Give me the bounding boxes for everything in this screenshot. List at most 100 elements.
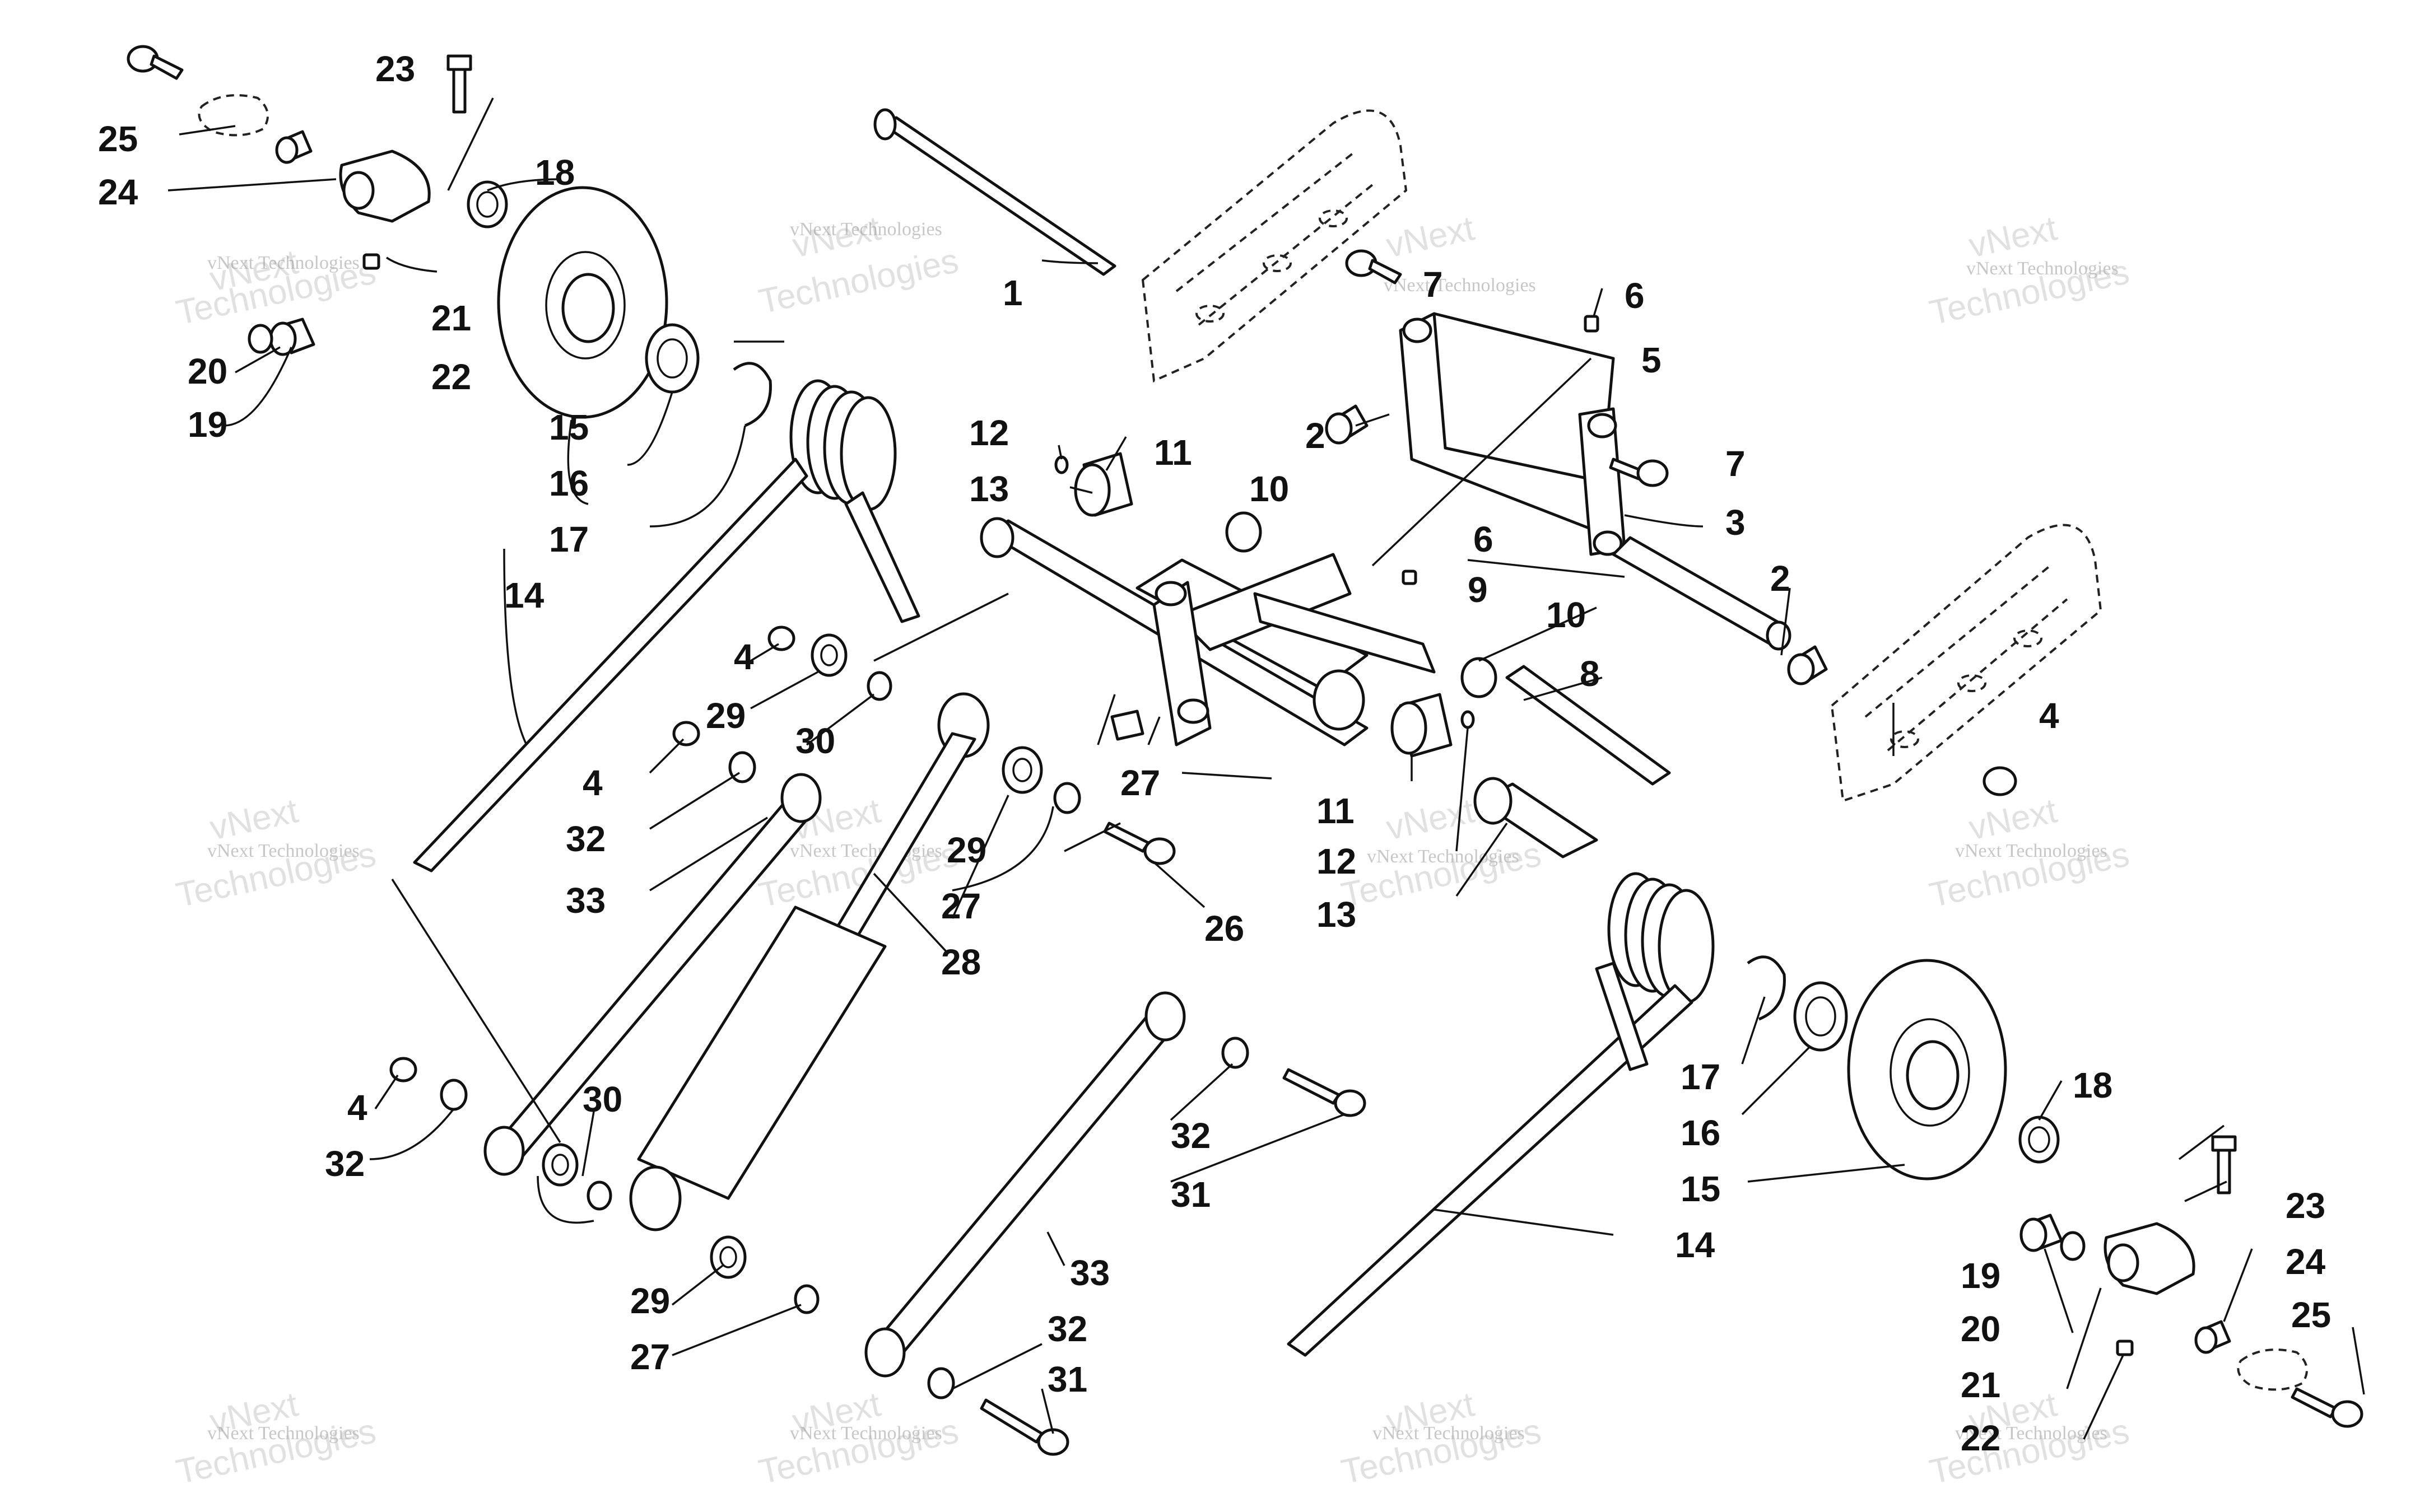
rubber-bumper xyxy=(1074,452,1133,517)
set-screw xyxy=(1402,570,1417,585)
rubber-bumper xyxy=(1390,693,1453,758)
callout-label: 23 xyxy=(2286,1186,2325,1226)
washer xyxy=(1002,746,1043,794)
watermark-text: vNext Technologies xyxy=(1384,275,1536,296)
callout-label: 2 xyxy=(1770,558,1790,599)
bolt xyxy=(980,1398,1069,1456)
spacer xyxy=(440,1079,468,1111)
callout-label: 4 xyxy=(347,1088,367,1128)
callout-label: 30 xyxy=(795,721,835,761)
callout-label: 6 xyxy=(1625,276,1645,316)
ring xyxy=(248,324,273,354)
callout-label: 18 xyxy=(535,152,575,193)
callout-label: 27 xyxy=(941,886,981,926)
bearing xyxy=(645,323,700,394)
callout-label: 6 xyxy=(1473,519,1493,559)
callout-label: 32 xyxy=(566,819,606,859)
callout-label: 20 xyxy=(1961,1309,2000,1349)
callout-label: 4 xyxy=(734,637,754,677)
callout-label: 14 xyxy=(1675,1225,1715,1265)
callout-label: 30 xyxy=(583,1079,622,1119)
torsion-spring xyxy=(1287,872,1715,1357)
watermark-text: vNext Technologies xyxy=(1955,841,2107,861)
rear-link xyxy=(864,991,1186,1378)
callout-label: 19 xyxy=(188,404,227,445)
nut xyxy=(1982,766,2017,796)
torsion-spring xyxy=(413,379,920,872)
spacer xyxy=(867,671,892,701)
spacer xyxy=(587,1180,612,1211)
clip xyxy=(1054,455,1069,474)
bolt-vertical xyxy=(2211,1135,2237,1194)
pivot-block xyxy=(339,150,431,223)
callout-label: 23 xyxy=(375,49,415,89)
bushing xyxy=(1110,710,1144,741)
idler-wheel xyxy=(497,186,668,419)
rod xyxy=(1505,665,1671,786)
bolt-vertical xyxy=(446,54,472,114)
watermark-mark: vNext xyxy=(1383,209,1478,265)
cap xyxy=(269,318,315,356)
spacer xyxy=(794,1284,820,1314)
bushing xyxy=(1460,657,1497,698)
washer xyxy=(542,1143,579,1187)
callout-label: 4 xyxy=(583,763,603,803)
callout-label: 29 xyxy=(630,1281,670,1321)
pivot-block xyxy=(2103,1222,2195,1295)
callout-label: 7 xyxy=(1423,264,1443,305)
watermark-text: vNext Technologies xyxy=(790,1423,942,1444)
callout-label: 7 xyxy=(1725,444,1746,484)
grease-fitting xyxy=(362,253,380,270)
callout-label: 4 xyxy=(2039,696,2059,736)
spacer xyxy=(2194,1320,2231,1354)
bolt xyxy=(1103,822,1176,865)
bushing xyxy=(1225,511,1262,553)
watermark-text: vNext Technologies xyxy=(1367,846,1519,867)
callout-label: 25 xyxy=(2291,1295,2331,1335)
callout-label: 12 xyxy=(969,413,1009,453)
snap-ring xyxy=(733,362,772,427)
front-link xyxy=(483,773,822,1176)
watermark-text: Technologies xyxy=(756,241,962,321)
callout-label: 22 xyxy=(431,357,471,397)
callout-label: 25 xyxy=(98,119,138,159)
watermark-text: vNext Technologies xyxy=(790,841,942,861)
callout-labels: 1 2 2 3 4 4 4 4 5 6 6 7 7 8 9 10 10 11 1… xyxy=(98,49,2331,1458)
callout-label: 27 xyxy=(1120,763,1160,803)
callout-label: 33 xyxy=(566,880,606,921)
spacer xyxy=(927,1367,955,1399)
front-arm xyxy=(980,517,1436,746)
bearing xyxy=(1793,981,1848,1052)
spacer xyxy=(1053,782,1081,814)
callout-label: 12 xyxy=(1316,841,1356,881)
washer xyxy=(811,633,848,677)
callout-label: 11 xyxy=(1316,791,1355,831)
callout-label: 26 xyxy=(1204,908,1244,949)
nut xyxy=(767,626,795,651)
callout-label: 10 xyxy=(1249,469,1289,509)
watermark-mark: vNext xyxy=(1383,791,1478,847)
callout-label: 17 xyxy=(549,519,589,559)
washer xyxy=(2237,1348,2308,1391)
callout-label: 32 xyxy=(1048,1309,1087,1349)
callout-label: 8 xyxy=(1580,654,1600,694)
bushing xyxy=(1325,404,1369,445)
callout-label: 9 xyxy=(1468,570,1488,610)
ring xyxy=(2060,1231,2086,1261)
bracket-assembly xyxy=(1399,312,1626,556)
snap-ring xyxy=(1747,955,1786,1021)
rail-plate-lower xyxy=(1830,524,2102,802)
watermark-mark: vNext xyxy=(1966,791,2060,847)
small-bolt xyxy=(1609,458,1669,487)
callout-label: 17 xyxy=(1681,1057,1720,1097)
callout-label: 13 xyxy=(969,469,1009,509)
callout-label: 21 xyxy=(431,298,471,338)
callout-label: 18 xyxy=(2073,1065,2112,1105)
callout-label: 15 xyxy=(1681,1169,1720,1209)
spacer xyxy=(275,130,313,164)
callout-label: 1 xyxy=(1003,273,1023,313)
callout-label: 14 xyxy=(504,575,544,615)
watermark-text: vNext Technologies xyxy=(207,1423,360,1444)
